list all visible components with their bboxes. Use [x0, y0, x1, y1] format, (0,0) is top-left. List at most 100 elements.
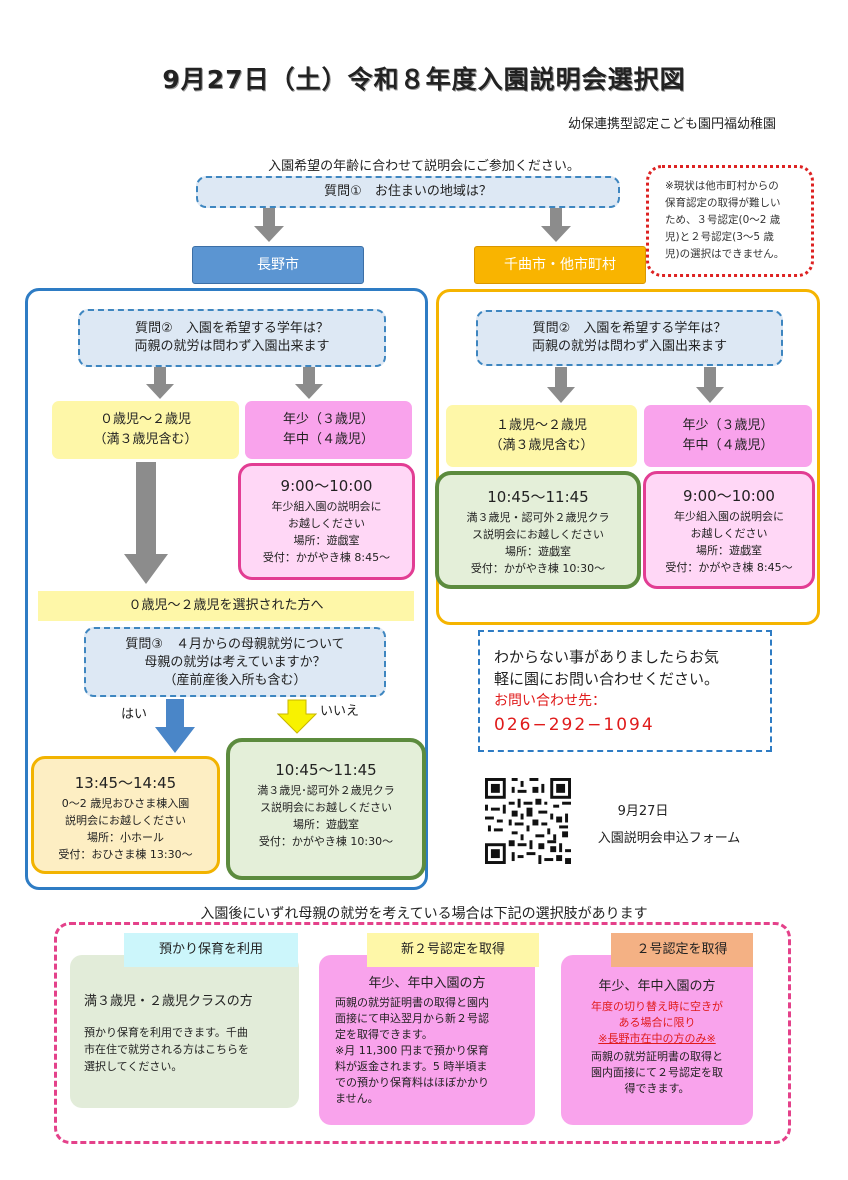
arrow-down-icon: [254, 208, 284, 242]
session-reception: 受付：かがやき棟 8:45〜: [262, 551, 391, 564]
option-1-tag: 預かり保育を利用: [124, 933, 298, 967]
arrow-down-blue-icon: [155, 699, 195, 753]
age-line: （満３歳児含む）: [93, 432, 198, 447]
session-line: 年少組入園の説明会に: [271, 500, 382, 513]
option-condition-line: ある場合に限り: [618, 1016, 696, 1029]
answer-yes-label: はい: [121, 707, 148, 722]
chikuma-frame: [436, 289, 820, 625]
form-date: 9月27日: [617, 804, 669, 819]
option-2-box: [319, 955, 535, 1125]
session-line: 0〜2 歳児おひさま棟入園: [61, 797, 190, 810]
session-time: 9:00〜10:00: [280, 477, 373, 495]
session-time: 10:45〜11:45: [275, 761, 377, 779]
option-line: での預かり保育料はほぼかかり: [335, 1076, 489, 1089]
option-line: 両親の就労証明書の取得と園内: [335, 996, 489, 1009]
question-3-text: 母親の就労は考えていますか？: [144, 655, 326, 670]
option-condition-line: 年度の切り替え時に空きが: [591, 1000, 723, 1013]
option-2-tag: 新２号認定を取得: [367, 933, 539, 967]
chikuma-age-young: １歳児〜２歳児 （満３歳児含む）: [446, 405, 637, 467]
note-line: ため、３号認定(0〜2 歳: [665, 214, 781, 226]
page-title: 9月27日（土）令和８年度入園説明会選択図: [162, 65, 686, 94]
arrow-down-icon: [541, 208, 571, 242]
question-2-subtext: 両親の就労は問わず入園出来ます: [134, 339, 330, 354]
note-line: 児)の選択はできません。: [665, 248, 785, 260]
option-line: 園内面接にて２号認定を取: [591, 1066, 723, 1079]
session-line: お越しください: [690, 527, 768, 540]
arrow-down-icon: [696, 367, 724, 403]
note-line: ※現状は他市町村からの: [665, 180, 779, 192]
nagano-age-young: ０歳児〜２歳児 （満３歳児含む）: [52, 401, 239, 459]
answer-no-label: いいえ: [320, 704, 360, 719]
nagano-yes-detail: 13:45〜14:45 0〜2 歳児おひさま棟入園 説明会にお越しください 場所…: [31, 756, 220, 874]
session-line: 満３歳児・認可外２歳児クラ: [466, 511, 610, 524]
session-time: 13:45〜14:45: [74, 774, 177, 792]
session-place: 場所：遊戯室: [293, 534, 360, 547]
nagano-older-detail: 9:00〜10:00 年少組入園の説明会に お越しください 場所：遊戯室 受付：…: [238, 463, 415, 580]
nagano-young-banner: ０歳児〜２歳児を選択された方へ: [38, 591, 414, 621]
qr-code-icon[interactable]: [485, 778, 571, 864]
label-nagano: 長野市: [192, 246, 364, 284]
chikuma-question-2-box: 質問② 入園を希望する学年は？ 両親の就労は問わず入園出来ます: [476, 310, 783, 366]
arrow-down-icon: [547, 367, 575, 403]
chikuma-age-older: 年少（３歳児） 年中（４歳児）: [644, 405, 812, 467]
option-line: 料が返金されます。5 時半頃ま: [335, 1060, 488, 1073]
option-line: 定を取得できます。: [335, 1028, 433, 1041]
session-time: 10:45〜11:45: [487, 488, 589, 506]
note-line: 保育認定の取得が難しい: [665, 197, 781, 209]
age-line: 年少（３歳児）: [282, 412, 374, 427]
option-line: ※月 11,300 円まで預かり保育: [335, 1044, 489, 1057]
nagano-frame: [25, 288, 428, 890]
contact-line: 軽に園にお問い合わせください。: [494, 670, 720, 688]
session-line: 年少組入園の説明会に: [674, 510, 784, 523]
session-time: 9:00〜10:00: [683, 487, 775, 505]
arrow-down-yellow-icon: [277, 699, 317, 734]
option-3-tag: ２号認定を取得: [611, 933, 753, 967]
question-3-text: 質問③ ４月からの母親就労について: [125, 637, 345, 652]
arrow-down-icon: [295, 367, 323, 399]
question-2-text: 質問② 入園を希望する学年は？: [532, 321, 727, 336]
contact-phone: 026−292−1094: [494, 715, 655, 735]
nagano-question-3-box: 質問③ ４月からの母親就労について 母親の就労は考えていますか？ （産前産後入所…: [84, 627, 386, 697]
option-2-heading: 年少、年中入園の方: [368, 976, 486, 991]
option-condition-line: ※長野市在中の方のみ※: [598, 1032, 716, 1045]
session-reception: 受付：かがやき棟 10:30〜: [470, 562, 606, 575]
question-2-subtext: 両親の就労は問わず入園出来ます: [531, 339, 727, 354]
session-line: お越しください: [288, 517, 365, 530]
option-line: 預かり保育を利用できます。千曲: [84, 1026, 248, 1039]
option-1-body: 預かり保育を利用できます。千曲 市在住で就労される方はこちらを 選択してください…: [84, 1024, 296, 1075]
option-line: 選択してください。: [84, 1060, 183, 1073]
age-line: １歳児〜２歳児: [495, 418, 587, 433]
age-line: （満３歳児含む）: [489, 438, 594, 453]
nagano-question-2-box: 質問② 入園を希望する学年は？ 両親の就労は問わず入園出来ます: [78, 309, 386, 367]
lead-text: 入園希望の年齢に合わせて説明会にご参加ください。: [268, 159, 580, 174]
label-chikuma: 千曲市・他市町村: [474, 246, 646, 284]
option-line: 面接にて申込翌月から新２号認: [335, 1012, 489, 1025]
session-line: 説明会にお越しください: [65, 814, 186, 827]
contact-label: お問い合わせ先：: [494, 693, 606, 709]
option-line: 両親の就労証明書の取得と: [591, 1050, 723, 1063]
question-1-box: 質問① お住まいの地域は？: [196, 176, 620, 208]
question-2-text: 質問② 入園を希望する学年は？: [135, 321, 329, 336]
age-line: ０歳児〜２歳児: [99, 412, 191, 427]
note-box: ※現状は他市町村からの 保育認定の取得が難しい ため、３号認定(0〜2 歳 児)…: [646, 165, 814, 277]
option-2-body: 両親の就労証明書の取得と園内 面接にて申込翌月から新２号認 定を取得できます。 …: [335, 995, 531, 1107]
age-line: 年中（４歳児）: [682, 438, 774, 453]
session-place: 場所：小ホール: [87, 831, 164, 844]
option-3-heading: 年少、年中入園の方: [598, 979, 716, 994]
session-line: ス説明会にお越しください: [260, 801, 392, 814]
option-3-box: [561, 955, 753, 1125]
session-place: 場所：遊戯室: [696, 544, 762, 557]
option-line: 市在住で就労される方はこちらを: [84, 1043, 249, 1056]
session-reception: 受付：かがやき棟 8:45〜: [665, 561, 793, 574]
question-1-text: 質問① お住まいの地域は？: [324, 184, 492, 199]
option-3-body: 両親の就労証明書の取得と 園内面接にて２号認定を取 得できます。: [561, 1049, 753, 1097]
option-3-condition: 年度の切り替え時に空きが ある場合に限り ※長野市在中の方のみ※: [561, 999, 753, 1047]
option-line: 得できます。: [624, 1082, 690, 1095]
question-3-text: （産前産後入所も含む）: [163, 673, 307, 688]
nagano-age-older: 年少（３歳児） 年中（４歳児）: [245, 401, 412, 459]
contact-box: わからない事がありましたらお気 軽に園にお問い合わせください。 お問い合わせ先：…: [478, 630, 772, 752]
contact-line: わからない事がありましたらお気: [494, 648, 720, 666]
option-line: ません。: [335, 1092, 379, 1105]
form-label: 入園説明会申込フォーム: [597, 831, 741, 846]
options-frame: [54, 922, 791, 1144]
